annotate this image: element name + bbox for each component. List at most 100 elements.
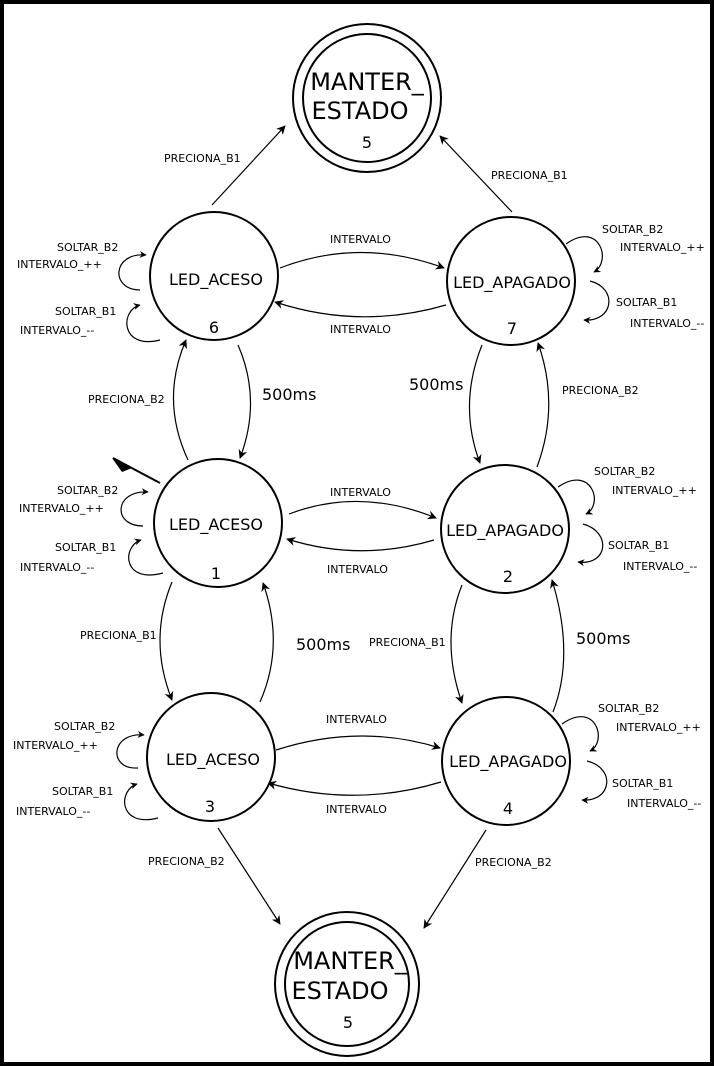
- label-6-to-5-preciona-b1: PRECIONA_B1: [164, 152, 241, 165]
- edge-3-to-1: [259, 582, 274, 703]
- selfloop-3-b1: [124, 782, 159, 821]
- state-2-name: LED_APAGADO: [446, 521, 564, 541]
- label-6-soltar-b1: SOLTAR_B1: [55, 305, 116, 318]
- label-3-to-5-preciona-b2: PRECIONA_B2: [148, 855, 225, 868]
- label-2-to-4-preciona-b1: PRECIONA_B1: [369, 636, 446, 649]
- selfloop-2-b1: [577, 523, 604, 567]
- state-5-top-line2: ESTADO: [312, 97, 409, 125]
- edge-4-to-5-bottom: [423, 829, 487, 929]
- label-2-intervalo-pp: INTERVALO_++: [612, 484, 697, 497]
- label-3-to-1-500ms: 500ms: [296, 635, 350, 654]
- label-7-to-2-500ms: 500ms: [409, 375, 463, 394]
- state-5-top-line1: MANTER_: [310, 68, 425, 96]
- label-3-soltar-b1: SOLTAR_B1: [52, 785, 113, 798]
- edge-3-to-4: [275, 735, 441, 751]
- label-7-intervalo-pp: INTERVALO_++: [620, 241, 705, 254]
- label-1-intervalo-pp: INTERVALO_++: [19, 502, 104, 515]
- edge-6-to-7: [279, 251, 445, 270]
- edge-7-to-5-top: [439, 135, 513, 213]
- label-4-soltar-b2: SOLTAR_B2: [598, 702, 659, 715]
- state-5-bottom-num: 5: [343, 1013, 353, 1032]
- initial-arrow-shaft: [112, 457, 161, 484]
- selfloop-3-b2: [116, 730, 145, 769]
- label-4-soltar-b1: SOLTAR_B1: [612, 777, 673, 790]
- state-7-circle: [446, 216, 576, 346]
- label-7-soltar-b1: SOLTAR_B1: [616, 296, 677, 309]
- label-2-to-1-intervalo: INTERVALO: [327, 563, 388, 576]
- edge-1-to-3: [159, 581, 174, 701]
- state-4-num: 4: [503, 799, 513, 818]
- selfloop-7-b1: [583, 280, 610, 324]
- label-4-intervalo-mm: INTERVALO_--: [627, 797, 701, 810]
- label-3-soltar-b2: SOLTAR_B2: [54, 720, 115, 733]
- label-3-intervalo-pp: INTERVALO_++: [13, 739, 98, 752]
- state-4-name: LED_APAGADO: [449, 752, 567, 772]
- label-2-soltar-b2: SOLTAR_B2: [594, 465, 655, 478]
- state-5-top-num: 5: [362, 133, 372, 152]
- label-7-intervalo-mm: INTERVALO_--: [630, 317, 704, 330]
- label-6-intervalo-pp: INTERVALO_++: [17, 258, 102, 271]
- label-2-soltar-b1: SOLTAR_B1: [608, 539, 669, 552]
- edge-1-to-6: [172, 339, 189, 461]
- label-3-to-4-intervalo: INTERVALO: [326, 713, 387, 726]
- state-6-circle: [149, 211, 279, 341]
- label-4-intervalo-pp: INTERVALO_++: [616, 721, 701, 734]
- state-5-bottom-line2: ESTADO: [292, 977, 389, 1005]
- edge-2-to-7: [536, 342, 550, 468]
- edge-6-to-1: [237, 344, 252, 459]
- state-2-num: 2: [503, 567, 513, 586]
- edge-2-to-4: [450, 584, 464, 704]
- state-5-top-inner: [302, 33, 432, 163]
- state-2-circle: [440, 464, 570, 594]
- state-1-num: 1: [211, 564, 221, 583]
- selfloop-6-b2: [118, 250, 147, 291]
- state-7-num: 7: [507, 319, 517, 338]
- label-6-to-7-intervalo: INTERVALO: [330, 233, 391, 246]
- label-7-to-5-preciona-b1: PRECIONA_B1: [491, 169, 568, 182]
- label-6-to-1-500ms: 500ms: [262, 385, 316, 404]
- state-6-num: 6: [209, 318, 219, 337]
- selfloop-4-b2: [561, 716, 599, 752]
- label-1-to-3-preciona-b1: PRECIONA_B1: [80, 629, 157, 642]
- edge-3-to-5-bottom: [217, 827, 281, 925]
- state-5-bottom-inner: [284, 921, 410, 1047]
- label-1-soltar-b1: SOLTAR_B1: [55, 541, 116, 554]
- label-7-soltar-b2: SOLTAR_B2: [602, 223, 663, 236]
- label-1-soltar-b2: SOLTAR_B2: [57, 484, 118, 497]
- selfloop-2-b2: [557, 479, 595, 515]
- label-1-to-2-intervalo: INTERVALO: [330, 486, 391, 499]
- edge-1-to-2: [288, 500, 437, 520]
- edge-2-to-1: [286, 537, 435, 552]
- label-2-intervalo-mm: INTERVALO_--: [623, 560, 697, 573]
- edge-6-to-5-top: [211, 125, 286, 206]
- edge-7-to-2: [468, 344, 483, 464]
- label-4-to-3-intervalo: INTERVALO: [326, 803, 387, 816]
- label-1-to-6-preciona-b2: PRECIONA_B2: [88, 393, 165, 406]
- edge-7-to-6: [274, 300, 447, 318]
- state-7-name: LED_APAGADO: [453, 273, 571, 293]
- state-6-name: LED_ACESO: [169, 270, 263, 290]
- edge-4-to-3: [267, 780, 442, 796]
- state-1-name: LED_ACESO: [169, 515, 263, 535]
- edge-4-to-2: [550, 579, 565, 713]
- label-4-to-2-500ms: 500ms: [576, 629, 630, 648]
- label-6-intervalo-mm: INTERVALO_--: [20, 324, 94, 337]
- selfloop-7-b2: [565, 236, 603, 273]
- label-1-intervalo-mm: INTERVALO_--: [20, 561, 94, 574]
- selfloop-1-b1: [128, 538, 164, 576]
- selfloop-1-b2: [120, 488, 149, 527]
- state-5-bottom-line1: MANTER_: [293, 947, 408, 975]
- label-7-to-6-intervalo: INTERVALO: [330, 323, 391, 336]
- state-3-num: 3: [205, 797, 215, 816]
- label-6-soltar-b2: SOLTAR_B2: [57, 241, 118, 254]
- selfloop-4-b1: [581, 760, 608, 804]
- selfloop-6-b1: [126, 303, 161, 343]
- label-3-intervalo-mm: INTERVALO_--: [16, 805, 90, 818]
- state-4-circle: [441, 696, 571, 826]
- state-3-circle: [146, 692, 276, 822]
- label-2-to-7-preciona-b2: PRECIONA_B2: [562, 384, 639, 397]
- label-4-to-5-preciona-b2: PRECIONA_B2: [475, 856, 552, 869]
- state-1-circle: [153, 458, 283, 588]
